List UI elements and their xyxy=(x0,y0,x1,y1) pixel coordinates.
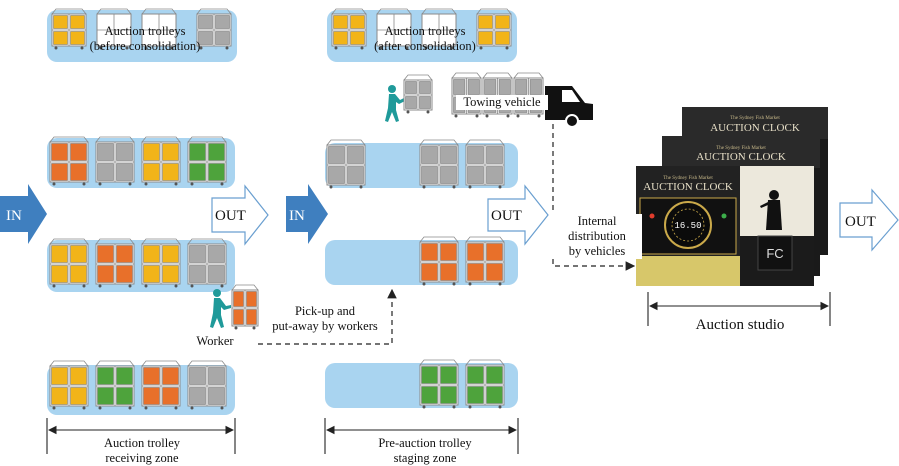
trolley xyxy=(95,238,135,288)
tray-stage-2 xyxy=(325,236,518,286)
label-internal-distribution: Internal distribution by vehicles xyxy=(552,214,642,259)
tray-recv-2 xyxy=(47,238,235,292)
worker-pushing-icon xyxy=(385,85,405,122)
trolley xyxy=(326,139,366,189)
trolley xyxy=(96,8,132,50)
out-arrow-left: OUT xyxy=(211,184,269,246)
label-receiving-zone: Auction trolley receiving zone xyxy=(103,436,181,465)
svg-text:AUCTION CLOCK: AUCTION CLOCK xyxy=(710,122,800,134)
tray-stage-1 xyxy=(325,139,518,189)
trolley xyxy=(231,284,259,330)
svg-text:The Sydney Fish Market: The Sydney Fish Market xyxy=(716,146,766,151)
auction-studio-bracket xyxy=(647,292,831,326)
trolley xyxy=(49,136,89,186)
trolley xyxy=(376,8,412,50)
trolley xyxy=(419,236,459,286)
in-arrow-mid-text: IN xyxy=(289,208,305,224)
trolley xyxy=(187,238,227,288)
tray-recv-3 xyxy=(47,360,235,415)
svg-text:AUCTION CLOCK: AUCTION CLOCK xyxy=(643,181,733,193)
pusher-trolley xyxy=(403,74,433,114)
trolley xyxy=(196,8,232,50)
staging-zone-bracket xyxy=(324,418,519,454)
trolley xyxy=(476,8,512,50)
svg-text:The Sydney Fish Market: The Sydney Fish Market xyxy=(663,176,713,181)
trolley xyxy=(141,238,181,288)
tray-stage-3 xyxy=(325,359,518,409)
svg-text:AUCTION CLOCK: AUCTION CLOCK xyxy=(696,151,786,163)
in-arrow-mid: IN xyxy=(286,184,328,244)
tray-recv-1 xyxy=(47,136,235,188)
trolley xyxy=(51,8,87,50)
out-arrow-left-text: OUT xyxy=(215,208,246,224)
trolley xyxy=(403,74,433,114)
label-worker: Worker xyxy=(196,334,234,348)
worker-icon xyxy=(210,289,231,328)
out-arrow-right: OUT xyxy=(839,188,899,252)
fc-logo: FC xyxy=(766,246,783,261)
trolley xyxy=(187,136,227,186)
out-arrow-right-text: OUT xyxy=(845,214,876,230)
label-pickup: Pick-up and put-away by workers xyxy=(272,304,378,333)
tray-top-mid xyxy=(327,8,517,62)
trolley xyxy=(187,360,227,410)
trolley xyxy=(95,360,135,410)
svg-text:The Sydney Fish Market: The Sydney Fish Market xyxy=(730,116,780,121)
label-before-consolidation: Auction trolleys (before consolidation) xyxy=(89,24,201,53)
trolley xyxy=(95,136,135,186)
trolley xyxy=(141,8,177,50)
label-auction-studio: Auction studio xyxy=(695,317,785,333)
label-towing-vehicle: Towing vehicle xyxy=(456,95,548,110)
trolley xyxy=(331,8,367,50)
trolley xyxy=(465,359,505,409)
in-arrow-left-text: IN xyxy=(6,208,22,224)
trolley xyxy=(465,236,505,286)
trolley xyxy=(49,238,89,288)
trolley xyxy=(141,360,181,410)
label-staging-zone: Pre-auction trolley staging zone xyxy=(378,436,472,465)
auction-screen-front: The Sydney Fish Market AUCTION CLOCK 16.… xyxy=(636,166,814,286)
out-arrow-mid: OUT xyxy=(487,184,549,246)
receiving-zone-bracket xyxy=(46,418,236,454)
trolley xyxy=(49,360,89,410)
tray-top-left xyxy=(47,8,237,62)
trolley xyxy=(419,139,459,189)
in-arrow-left: IN xyxy=(0,184,47,244)
trolley xyxy=(421,8,457,50)
clock-readout: 16.50 xyxy=(674,221,701,231)
trolley xyxy=(465,139,505,189)
out-arrow-mid-text: OUT xyxy=(491,208,522,224)
label-after-consolidation: Auction trolleys (after consolidation) xyxy=(374,24,476,53)
trolley-trays xyxy=(47,8,518,415)
worker-trolley xyxy=(231,284,259,330)
trolley xyxy=(141,136,181,186)
trolley xyxy=(419,359,459,409)
towing-vehicle-icon xyxy=(545,86,593,128)
